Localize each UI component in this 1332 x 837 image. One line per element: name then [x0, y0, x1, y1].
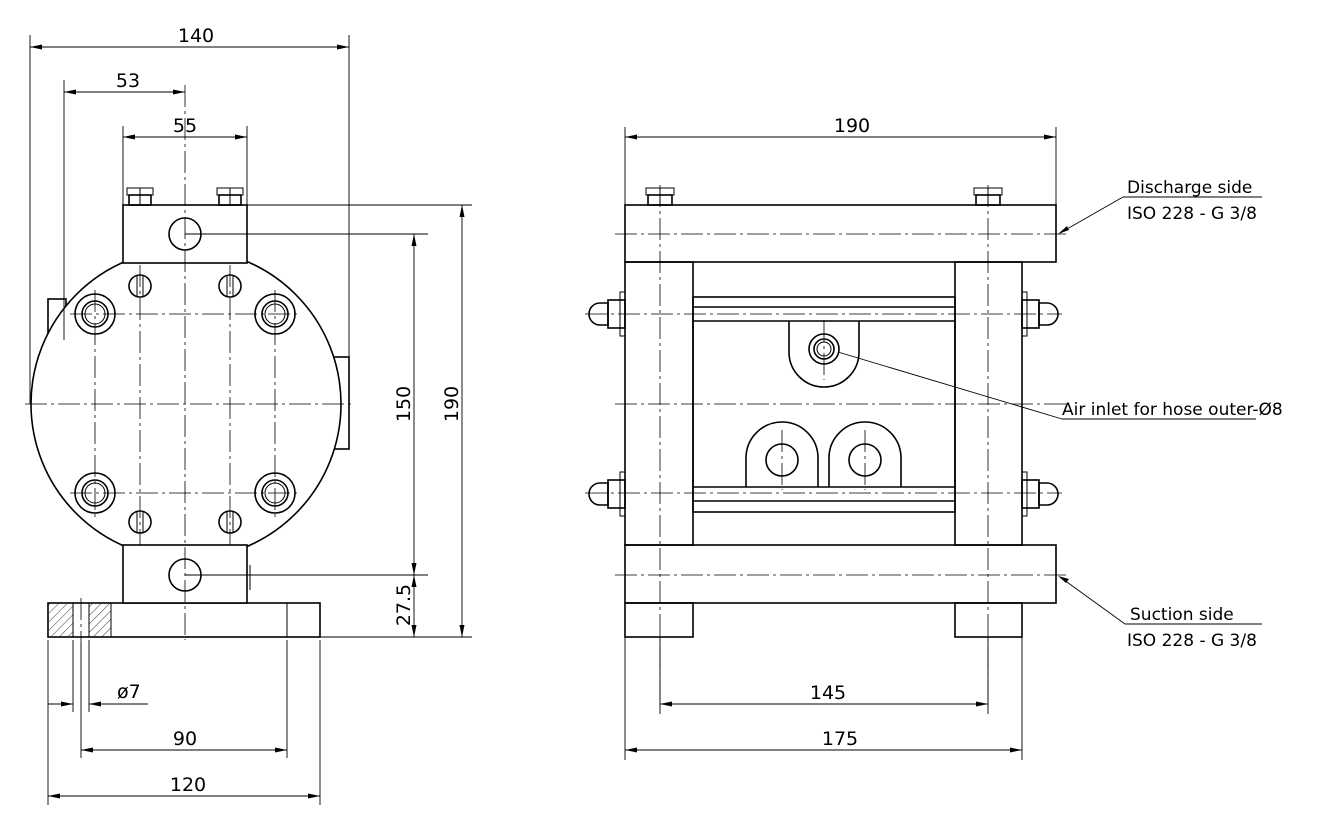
side-foot-left — [624, 602, 694, 638]
lower-lug-right — [828, 421, 902, 487]
label-suction-thread: ISO 228 - G 3/8 — [1127, 631, 1257, 651]
dim-side-inner-spacing: 145 — [810, 682, 846, 704]
dim-base-height: 27.5 — [393, 584, 415, 626]
label-discharge-thread: ISO 228 - G 3/8 — [1127, 204, 1257, 224]
label-discharge-side: Discharge side — [1127, 178, 1252, 198]
side-bottom-bar — [624, 544, 1057, 604]
side-post-left — [624, 261, 694, 546]
side-top-bar — [624, 204, 1057, 263]
base-hatch-right — [89, 604, 111, 636]
dim-front-offset: 53 — [116, 70, 140, 92]
dim-base-width: 120 — [170, 774, 206, 796]
side-view: 190 145 175 Discharge side ISO 228 - G 3… — [585, 115, 1283, 760]
cap-nut-right-bottom — [1021, 471, 1059, 517]
side-foot-right — [954, 602, 1023, 638]
dim-front-total-height: 190 — [441, 386, 463, 422]
dim-hole-diameter: ø7 — [117, 681, 141, 703]
side-post-right — [954, 261, 1023, 546]
front-view: 140 53 55 150 190 27.5 ø7 — [25, 25, 472, 805]
dim-front-port-spacing: 55 — [173, 115, 197, 137]
label-suction-side: Suction side — [1130, 605, 1234, 625]
dim-base-hole-spacing: 90 — [173, 728, 197, 750]
top-bolt-left — [126, 187, 154, 206]
dim-side-frame-width: 175 — [822, 728, 858, 750]
dim-side-width: 190 — [834, 115, 870, 137]
top-bolt-right — [216, 187, 244, 206]
lower-lug-left — [745, 421, 819, 487]
label-air-inlet: Air inlet for hose outer-Ø8 — [1062, 400, 1283, 420]
dim-front-width: 140 — [178, 25, 214, 47]
side-body — [692, 296, 956, 513]
cap-nut-left-bottom — [588, 471, 626, 517]
base-hatch-left — [49, 604, 73, 636]
air-inlet-lug — [788, 321, 860, 388]
dim-front-port-height: 150 — [393, 386, 415, 422]
